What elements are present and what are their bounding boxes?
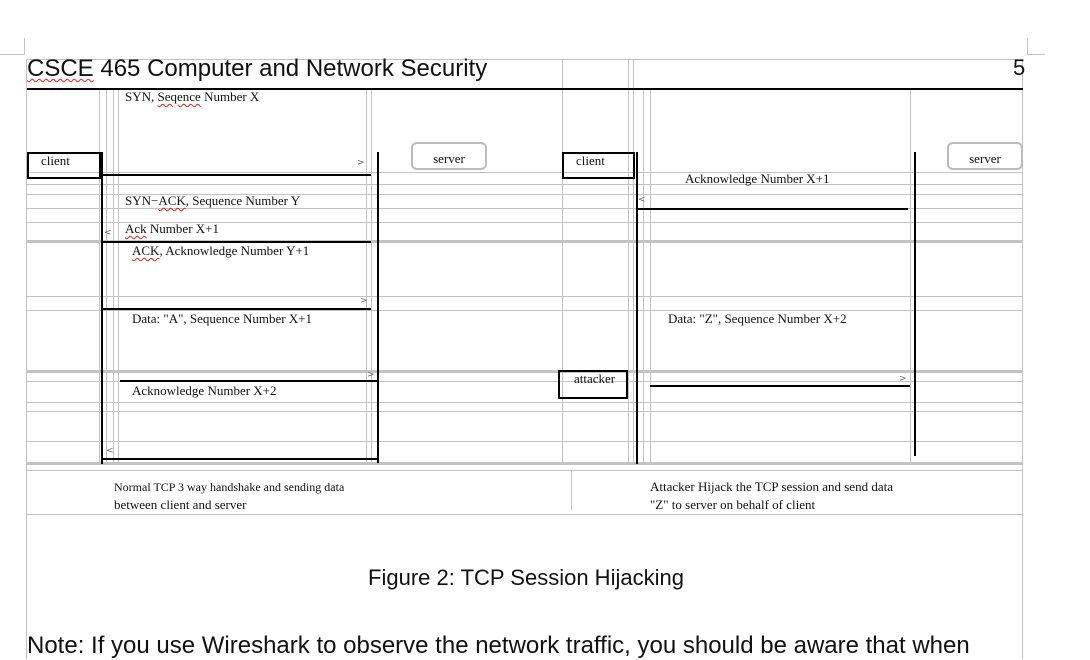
body-paragraph: Note: If you use Wireshark to observe th… bbox=[27, 632, 970, 659]
corner-mark bbox=[0, 54, 24, 55]
ack-arrow bbox=[103, 308, 371, 310]
corner-mark bbox=[24, 38, 25, 55]
client-node: client bbox=[27, 152, 101, 179]
header-title: CSCE 465 Computer and Network Security bbox=[27, 55, 487, 83]
ack-number-label: Ack Number X+1 bbox=[125, 221, 219, 236]
arrowhead-icon: > bbox=[360, 296, 368, 306]
arrowhead-icon: > bbox=[367, 370, 375, 380]
corner-mark bbox=[1027, 54, 1045, 55]
client-lifeline bbox=[101, 152, 103, 464]
ack2-label: Acknowledge Number X+2 bbox=[132, 383, 277, 398]
attacker-node: attacker bbox=[558, 370, 628, 399]
figure-caption: Figure 2: TCP Session Hijacking bbox=[368, 565, 684, 590]
hijack-arrow bbox=[650, 385, 910, 387]
synack-label: SYN−ACK, Sequence Number Y bbox=[125, 193, 301, 208]
ack-x1-label: Acknowledge Number X+1 bbox=[685, 171, 830, 186]
margin-line bbox=[26, 59, 27, 659]
client-node: client bbox=[562, 152, 635, 179]
server-node: server bbox=[947, 142, 1023, 170]
arrowhead-icon: > bbox=[357, 158, 365, 168]
margin-line bbox=[27, 59, 1023, 60]
server-node: server bbox=[411, 142, 487, 170]
arrowhead-icon: < bbox=[104, 228, 112, 238]
client-lifeline bbox=[636, 152, 638, 464]
syn-label: SYN, Seqence Number X bbox=[125, 89, 260, 104]
synack-arrow bbox=[103, 241, 371, 243]
arrowhead-icon: < bbox=[638, 195, 646, 205]
right-caption-line2: "Z" to server on behalf of client bbox=[650, 497, 816, 512]
ack-label: ACK, Acknowledge Number Y+1 bbox=[132, 243, 310, 258]
margin-line bbox=[1022, 59, 1023, 659]
ack-arrow bbox=[637, 208, 908, 210]
server-lifeline bbox=[377, 152, 379, 463]
arrowhead-icon: > bbox=[899, 374, 907, 384]
page-number: 5 bbox=[1013, 55, 1026, 80]
syn-arrow bbox=[103, 174, 371, 176]
data-a-label: Data: "A", Sequence Number X+1 bbox=[132, 311, 313, 326]
title-course: CSCE bbox=[27, 55, 94, 82]
corner-mark bbox=[1027, 38, 1028, 55]
server-lifeline bbox=[914, 152, 916, 456]
data-z-label: Data: "Z", Sequence Number X+2 bbox=[668, 311, 847, 326]
header-rule bbox=[27, 88, 1023, 90]
right-caption-line1: Attacker Hijack the TCP session and send… bbox=[650, 479, 893, 494]
ack2-arrow bbox=[103, 458, 378, 460]
arrowhead-icon: < bbox=[106, 446, 114, 456]
left-caption-line1: Normal TCP 3 way handshake and sending d… bbox=[114, 480, 345, 494]
data-arrow bbox=[120, 380, 378, 382]
left-caption-line2: between client and server bbox=[114, 497, 247, 512]
title-rest: 465 Computer and Network Security bbox=[93, 55, 488, 82]
